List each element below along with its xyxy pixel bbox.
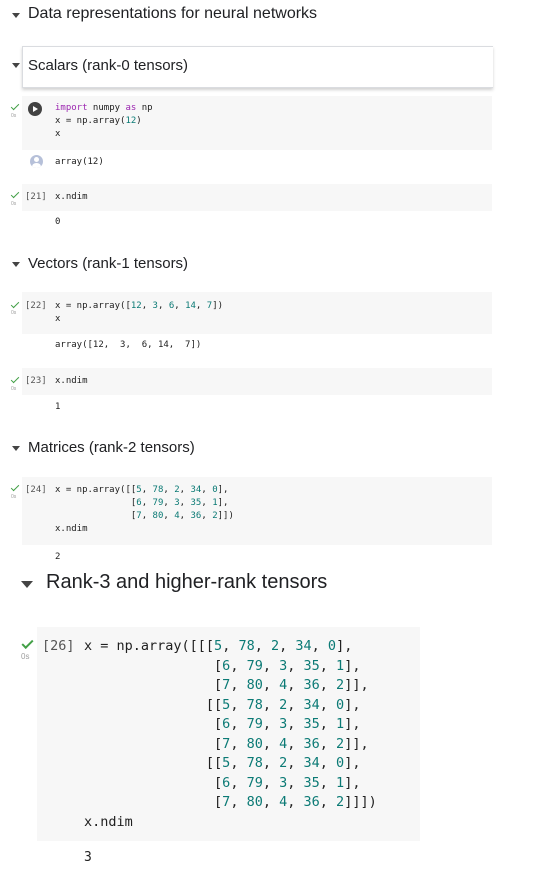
cell-output: array([12, 3, 6, 14, 7]) [55,340,202,350]
cell-output: 0 [55,217,61,227]
cell-duration: 0s [11,494,17,500]
selected-text-cell[interactable] [22,46,493,88]
collapse-caret-icon[interactable] [12,446,20,451]
check-icon [10,299,20,309]
code-editor[interactable]: import numpy as np x = np.array(12) x [55,103,153,139]
code-editor[interactable]: x = np.array([[5, 78, 2, 34, 0], [6, 79,… [55,485,234,534]
collapse-caret-icon[interactable] [12,13,20,18]
section-heading: Matrices (rank-2 tensors) [28,439,195,456]
cell-duration: 0s [21,652,30,661]
execution-count: [23] [25,376,47,386]
avatar-icon [30,155,43,168]
cell-duration: 0s [11,310,17,316]
execution-count: [22] [25,301,47,311]
cell-output: array(12) [55,157,104,167]
code-editor[interactable]: x.ndim [55,376,88,386]
cell-output: 1 [55,402,61,412]
code-editor[interactable]: x.ndim [55,192,88,202]
execution-count: [21] [25,192,47,202]
play-circle-icon[interactable] [28,102,42,116]
code-cell[interactable] [22,184,492,211]
code-cell[interactable] [37,627,420,841]
code-editor[interactable]: x = np.array([12, 3, 6, 14, 7]) x [55,301,224,324]
check-icon [10,374,20,384]
cell-duration: 0s [11,386,17,392]
check-icon [10,189,20,199]
code-editor[interactable]: x = np.array([[[5, 78, 2, 34, 0], [6, 79… [84,638,377,830]
section-heading: Data representations for neural networks [28,5,318,22]
check-icon [10,482,20,492]
collapse-caret-icon[interactable] [12,262,20,267]
collapse-caret-icon[interactable] [12,63,20,68]
check-icon [21,636,34,650]
cell-duration: 0s [11,113,17,119]
section-heading: Scalars (rank-0 tensors) [28,57,189,74]
code-cell[interactable] [22,368,492,395]
execution-count: [24] [25,485,47,495]
section-heading: Rank-3 and higher-rank tensors [46,571,328,593]
code-cell[interactable] [22,477,492,545]
code-cell[interactable] [22,292,492,334]
cell-output: 3 [84,850,92,865]
cell-duration: 0s [11,201,17,207]
section-heading: Vectors (rank-1 tensors) [28,255,189,272]
check-icon [10,101,20,111]
collapse-caret-icon[interactable] [21,581,33,588]
code-cell[interactable] [22,96,492,150]
execution-count: [26] [42,638,75,654]
cell-output: 2 [55,552,61,562]
